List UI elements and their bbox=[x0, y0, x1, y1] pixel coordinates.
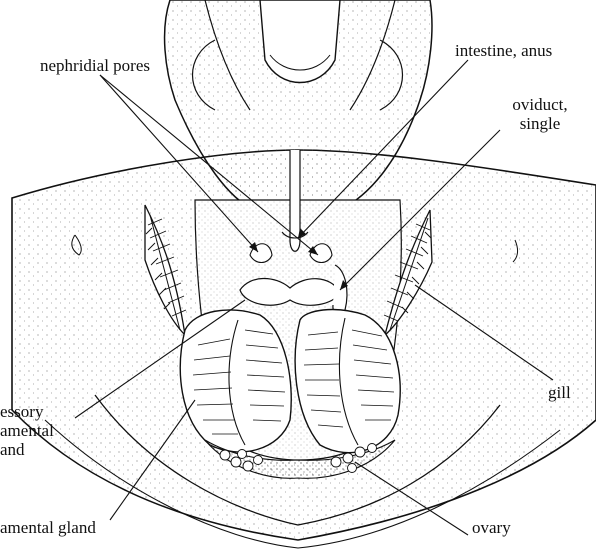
label-accessory-line2: amental bbox=[0, 421, 54, 440]
nidamental-gland-left bbox=[180, 310, 291, 452]
label-gill: gill bbox=[548, 383, 571, 402]
label-accessory-line1: essory bbox=[0, 402, 54, 421]
label-accessory-nidamental-gland: essory amental and bbox=[0, 402, 54, 459]
label-nephridial-pores: nephridial pores bbox=[40, 56, 150, 75]
label-oviduct: oviduct, single bbox=[495, 95, 585, 133]
label-nidamental-gland: amental gland bbox=[0, 518, 96, 537]
nidamental-gland-right bbox=[295, 310, 400, 453]
label-ovary: ovary bbox=[472, 518, 511, 537]
label-oviduct-line2: single bbox=[495, 114, 585, 133]
label-oviduct-line1: oviduct, bbox=[495, 95, 585, 114]
label-accessory-line3: and bbox=[0, 440, 54, 459]
label-intestine-anus: intestine, anus bbox=[455, 41, 552, 60]
